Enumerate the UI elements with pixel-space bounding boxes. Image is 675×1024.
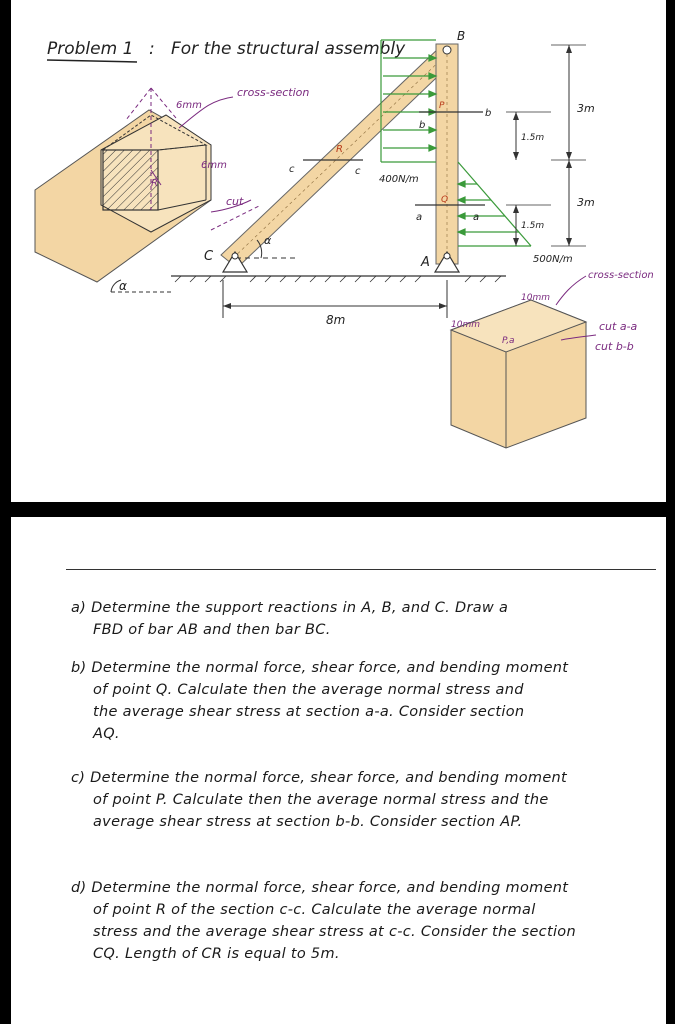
question-d-line2: of point R of the section c-c. Calculate… xyxy=(93,902,536,918)
point-A-label: A xyxy=(420,255,430,270)
question-c: c) Determine the normal force, shear for… xyxy=(71,767,661,833)
point-P-label: P xyxy=(439,101,445,111)
question-c-line1: Determine the normal force, shear force,… xyxy=(90,770,568,786)
right-cross-section xyxy=(449,299,588,449)
cut-b-right: b xyxy=(485,108,491,119)
dim-8m: 8m xyxy=(326,313,345,327)
left-section-label: cross-section xyxy=(237,86,309,99)
question-d-line1: Determine the normal force, shear force,… xyxy=(91,880,569,896)
question-b: b) Determine the normal force, shear for… xyxy=(71,657,661,745)
problem-separator: : xyxy=(149,39,155,59)
load-500-label: 500N/m xyxy=(533,254,573,265)
point-B-label: B xyxy=(457,29,465,43)
structural-assembly-figure: Problem 1 : For the structural assembly … xyxy=(34,29,654,449)
question-d-line4: CQ. Length of CR is equal to 5m. xyxy=(93,946,340,962)
load-500-arrows xyxy=(456,161,532,247)
angle-alpha-C: α xyxy=(264,234,272,247)
right-force-Pa: P,a xyxy=(502,336,515,346)
question-a: a) Determine the support reactions in A,… xyxy=(71,597,661,641)
divider-rule xyxy=(66,569,656,570)
load-400-label: 400N/m xyxy=(379,174,419,185)
questions-panel: a) Determine the support reactions in A,… xyxy=(11,517,666,1024)
problem-label: Problem 1 xyxy=(47,39,133,59)
dim-6mm-top: 6mm xyxy=(176,100,202,111)
point-C-label: C xyxy=(204,249,214,264)
cut-a-a-label: cut a-a xyxy=(599,320,638,333)
dim-3m-top: 3m xyxy=(577,102,595,115)
question-b-label: b) xyxy=(71,660,87,676)
cut-a-right: a xyxy=(473,212,479,223)
question-b-line1: Determine the normal force, shear force,… xyxy=(91,660,569,676)
dim-6mm-side: 6mm xyxy=(201,160,227,171)
right-section-label: cross-section xyxy=(588,270,654,281)
cut-b-b-label: cut b-b xyxy=(595,340,634,353)
dim-10mm-top: 10mm xyxy=(521,293,550,303)
dim-1-5m-bottom: 1.5m xyxy=(521,221,544,231)
pin-B xyxy=(442,45,452,55)
figure-panel: Problem 1 : For the structural assembly … xyxy=(11,0,666,502)
left-angle-alpha: α xyxy=(119,279,127,293)
cut-b-left: b xyxy=(419,120,425,131)
dim-10mm-side: 10mm xyxy=(451,320,480,330)
question-d-line3: stress and the average shear stress at c… xyxy=(93,924,576,940)
load-400-arrows xyxy=(380,39,438,163)
problem-underline xyxy=(46,59,138,63)
question-a-label: a) xyxy=(71,600,87,616)
dim-1-5m-top: 1.5m xyxy=(521,133,544,143)
left-force-R: R xyxy=(151,178,158,189)
question-a-line1: Determine the support reactions in A, B,… xyxy=(91,600,509,616)
left-cross-section xyxy=(34,87,212,283)
cut-c-left: c xyxy=(289,164,295,175)
point-R-label: R xyxy=(336,144,343,155)
question-a-line2: FBD of bar AB and then bar BC. xyxy=(93,622,331,638)
question-b-line4: AQ. xyxy=(93,726,120,742)
question-c-line3: average shear stress at section b-b. Con… xyxy=(93,814,523,830)
support-C xyxy=(221,250,249,273)
cut-c-right: c xyxy=(355,166,361,177)
question-c-line2: of point P. Calculate then the average n… xyxy=(93,792,549,808)
problem-title: For the structural assembly xyxy=(171,39,406,59)
question-d: d) Determine the normal force, shear for… xyxy=(71,877,661,965)
dim-3m-bottom: 3m xyxy=(577,196,595,209)
cut-a-left: a xyxy=(416,212,422,223)
question-b-line2: of point Q. Calculate then the average n… xyxy=(93,682,524,698)
support-A xyxy=(433,250,461,273)
question-d-label: d) xyxy=(71,880,87,896)
point-Q-label: Q xyxy=(441,195,448,205)
question-b-line3: the average shear stress at section a-a.… xyxy=(93,704,525,720)
question-c-label: c) xyxy=(71,770,86,786)
